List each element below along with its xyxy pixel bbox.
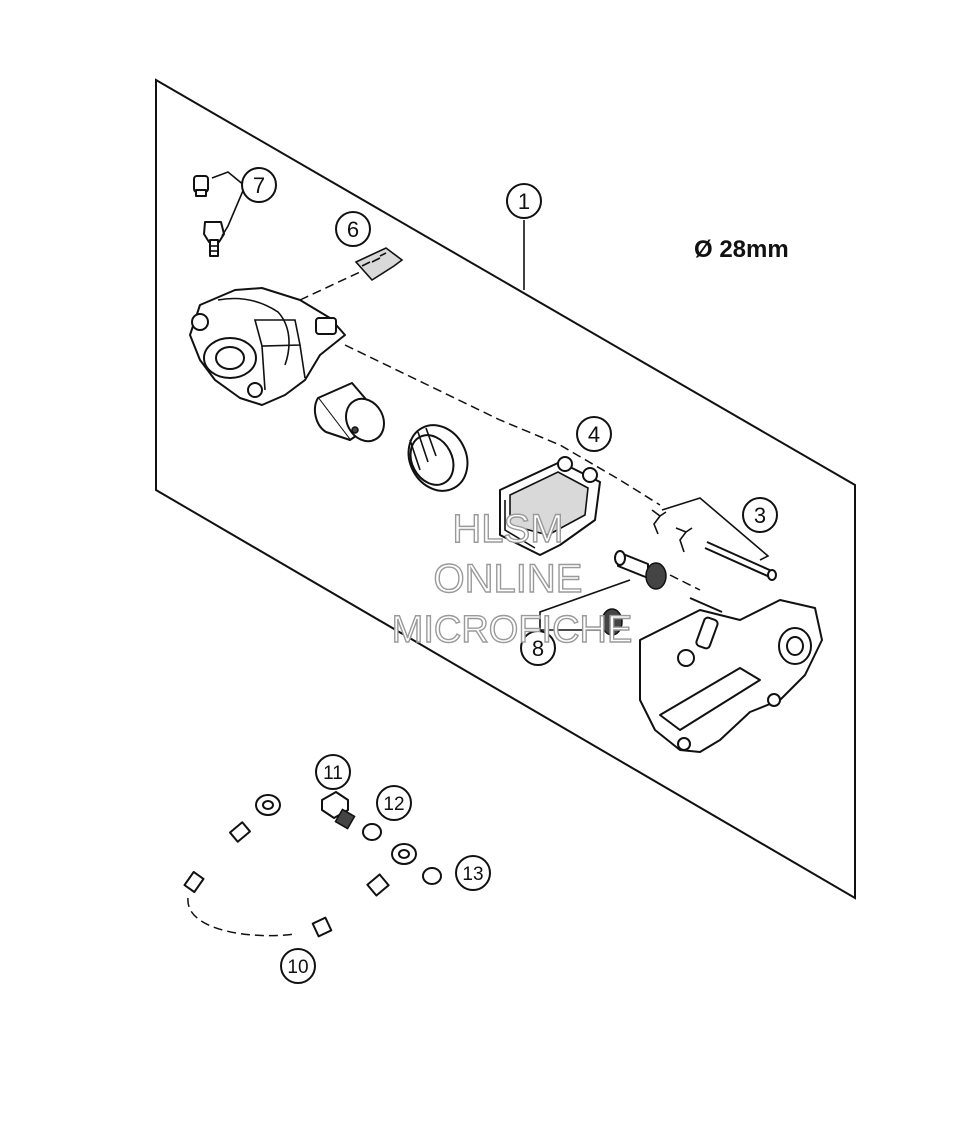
pad-spring-clip xyxy=(354,247,404,282)
callout-8-label: 8 xyxy=(532,636,544,661)
leader-3 xyxy=(661,497,770,561)
brake-pads-part xyxy=(499,456,601,556)
caliper-piston xyxy=(313,382,385,443)
callout-4-label: 4 xyxy=(588,422,600,447)
callout-11: 11 xyxy=(315,754,351,790)
callout-12: 12 xyxy=(376,785,412,821)
watermark-line-2: ONLINE xyxy=(434,557,583,601)
watermark-line-1: HLSM xyxy=(452,507,563,551)
callout-13: 13 xyxy=(455,855,491,891)
callout-3: 3 xyxy=(742,497,778,533)
bleeder-screw-part xyxy=(193,175,225,257)
callout-1: 1 xyxy=(506,183,542,219)
pad-pin-and-clips xyxy=(651,509,777,581)
piston-dust-boot xyxy=(407,424,469,492)
banjo-bolt-part xyxy=(321,791,356,830)
callout-6: 6 xyxy=(335,211,371,247)
watermark-line-3: MICROFICHE xyxy=(392,609,633,651)
callout-1-label: 1 xyxy=(518,189,530,214)
callout-3-label: 3 xyxy=(754,503,766,528)
callout-10-label: 10 xyxy=(287,957,308,978)
callout-13-label: 13 xyxy=(462,864,483,885)
callout-8: 8 xyxy=(520,630,556,666)
caliper-support-bracket xyxy=(639,597,823,753)
callout-4: 4 xyxy=(576,416,612,452)
piston-diameter-spec: Ø 28mm xyxy=(694,236,789,263)
caliper-housing xyxy=(189,287,346,406)
callout-11-label: 11 xyxy=(323,763,343,784)
watermark: HLSM ONLINE MICROFICHE xyxy=(391,506,633,651)
callout-10: 10 xyxy=(280,948,316,984)
sealing-washer-13 xyxy=(422,867,442,885)
axis-line-main xyxy=(344,344,661,506)
callout-7-label: 7 xyxy=(253,173,265,198)
assembly-frame xyxy=(155,78,856,900)
callout-12-label: 12 xyxy=(383,794,404,815)
callout-7: 7 xyxy=(241,167,277,203)
brake-hose-part xyxy=(183,794,417,938)
guide-pin-set xyxy=(601,550,667,636)
axis-line-clip xyxy=(299,271,361,301)
axis-line-pin xyxy=(669,574,701,591)
sealing-washer-12 xyxy=(362,823,382,841)
callout-6-label: 6 xyxy=(347,217,359,242)
leader-8 xyxy=(539,579,631,631)
